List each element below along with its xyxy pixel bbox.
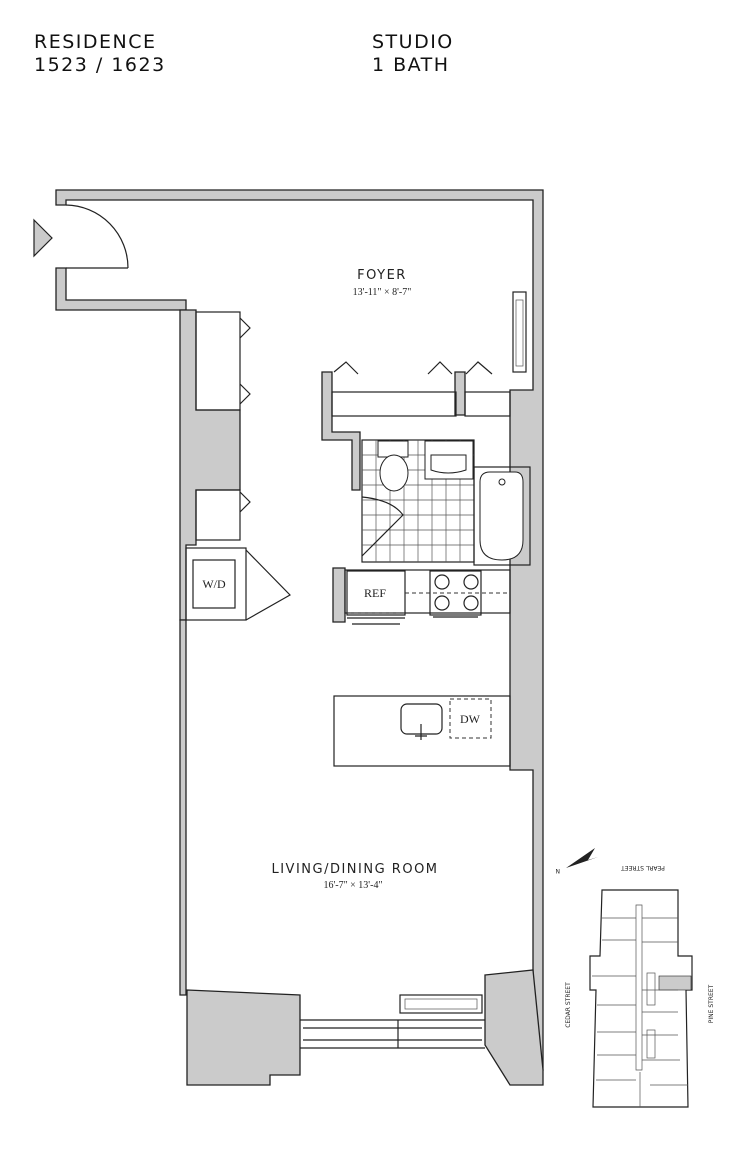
key-plan: N PEARL STREET CEDAR STREET PINE STREET — [556, 848, 715, 1108]
entry-arrow-icon — [33, 218, 53, 258]
kitchen: REF DW — [333, 569, 511, 767]
residence-numbers: 1523 / 1623 — [34, 54, 166, 76]
pine-street-label: PINE STREET — [708, 984, 715, 1023]
unit-type-heading: STUDIO 1 BATH — [372, 31, 454, 77]
north-label: N — [556, 867, 561, 874]
foyer-dimensions: 13'-11" × 8'-7" — [353, 287, 412, 298]
pearl-street-label: PEARL STREET — [621, 864, 665, 871]
residence-label: RESIDENCE — [34, 31, 157, 53]
entry-door[interactable] — [65, 204, 129, 269]
bathroom — [361, 439, 531, 566]
walls — [55, 189, 544, 1086]
unit-type: STUDIO — [372, 31, 454, 53]
window-wall — [300, 994, 485, 1049]
closets — [195, 291, 527, 541]
residence-heading: RESIDENCE 1523 / 1623 — [34, 31, 166, 77]
north-arrow-icon — [566, 848, 598, 868]
washer-dryer-label: W/D — [202, 577, 226, 591]
cedar-street-label: CEDAR STREET — [565, 982, 572, 1028]
living-room-name: LIVING/DINING ROOM — [271, 862, 438, 877]
bath-count: 1 BATH — [372, 54, 450, 76]
washer-dryer-closet: W/D — [185, 547, 291, 621]
unit-highlight — [658, 975, 692, 991]
living-room-dimensions: 16'-7" × 13'-4" — [323, 880, 382, 891]
foyer-name: FOYER — [357, 268, 407, 283]
refrigerator-label: REF — [364, 586, 386, 600]
dishwasher-label: DW — [460, 712, 481, 726]
